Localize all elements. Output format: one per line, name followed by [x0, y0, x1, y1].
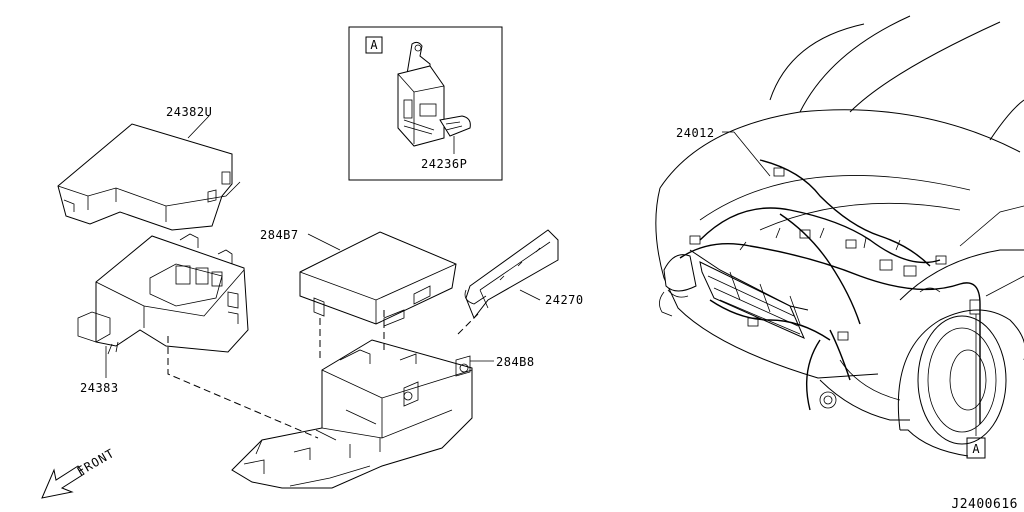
- callout-24012: 24012: [676, 126, 715, 140]
- callout-284b8: 284B8: [496, 355, 535, 369]
- leader-24270: [519, 289, 541, 301]
- callout-24236p: 24236P: [421, 157, 467, 171]
- detail-a-frame: [348, 26, 503, 181]
- assembly-lines: [167, 310, 479, 439]
- callout-284b7: 284B7: [260, 228, 299, 242]
- detail-a-ref-letter: A: [370, 38, 378, 52]
- front-indicator: FRONT: [41, 446, 118, 499]
- body-ref-a-box: [966, 437, 986, 459]
- harness-cover-24270-drawing: [464, 229, 559, 319]
- detail-a-ref-box: [365, 36, 383, 54]
- detail-a-inset: A 24236P: [348, 26, 503, 181]
- harness-24012-drawing: [659, 159, 981, 424]
- bracket-24236p-drawing: [397, 41, 471, 147]
- cover-24382u-drawing: [57, 123, 241, 231]
- callout-24383: 24383: [80, 381, 119, 395]
- fusebox-24383-drawing: [77, 233, 249, 355]
- diagram-id: J2400616: [951, 497, 1018, 512]
- leader-284b7: [307, 233, 341, 251]
- base-284b8-drawing: [231, 339, 473, 489]
- vehicle-drawing: [655, 15, 1024, 457]
- leader-24012-diag: [733, 131, 771, 177]
- callout-24270: 24270: [545, 293, 584, 307]
- front-label: FRONT: [75, 446, 118, 479]
- ecu-284b7-drawing: [299, 231, 457, 327]
- body-ref-a-letter: A: [972, 442, 980, 456]
- leader-24382u: [187, 115, 210, 139]
- callout-24382u: 24382U: [166, 105, 212, 119]
- front-arrow-icon: [41, 465, 85, 499]
